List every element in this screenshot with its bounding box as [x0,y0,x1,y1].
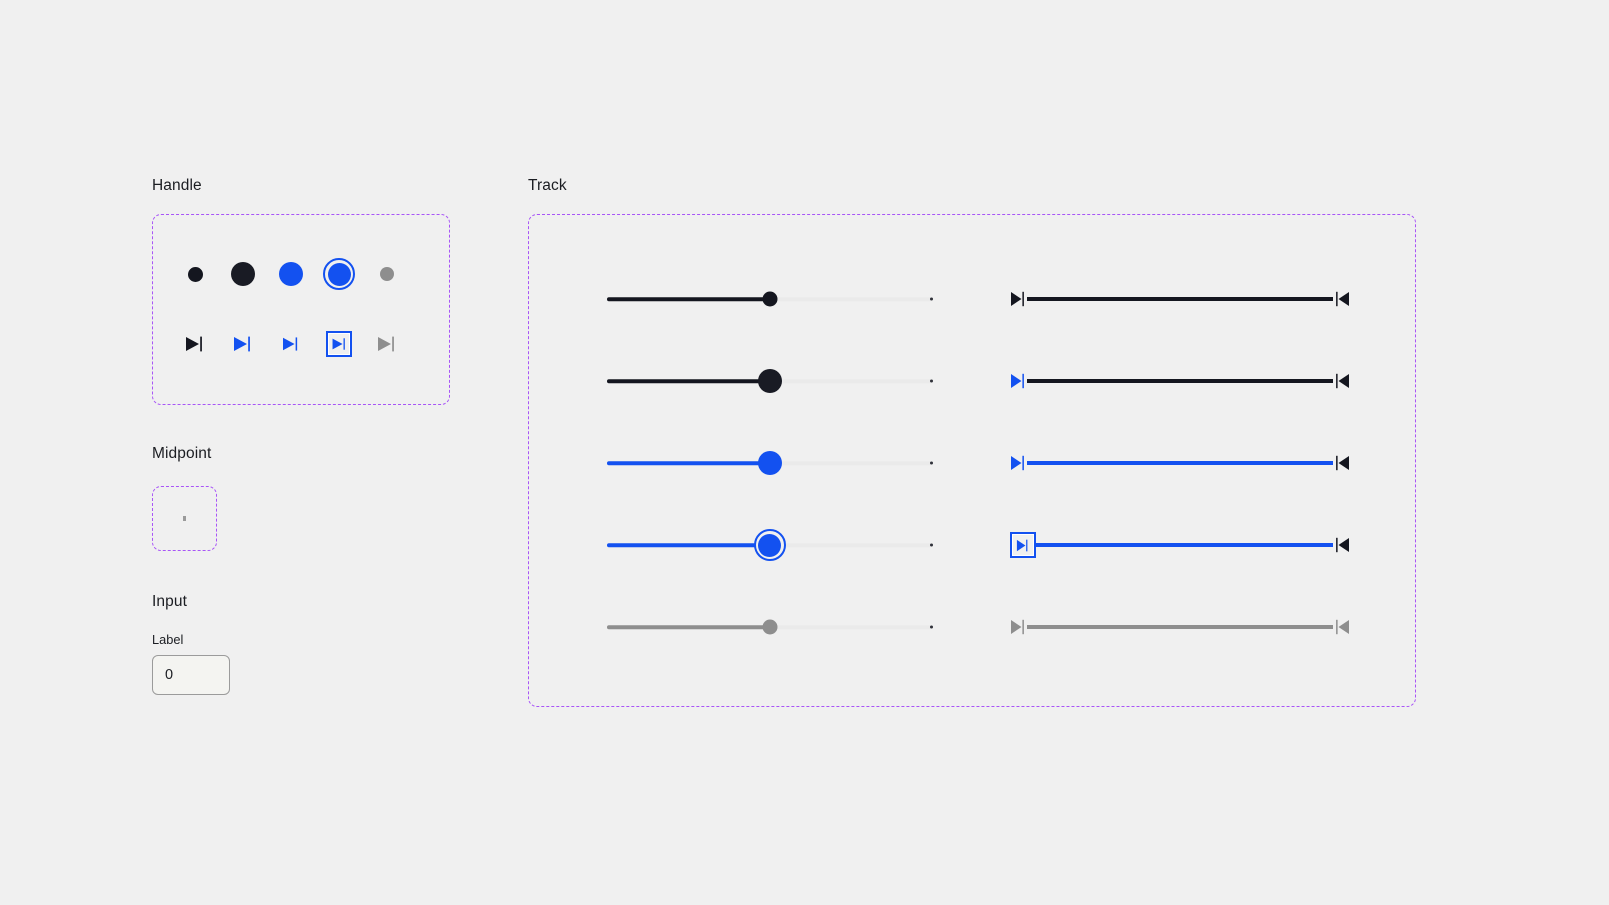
handle-circle-row [171,250,411,298]
range-disabled [1010,607,1350,647]
handle-spec-box [152,214,450,405]
range-right-handle[interactable] [1333,291,1350,307]
handle-arrow-hover[interactable] [219,320,267,368]
skip-backward-icon [1336,455,1349,471]
range-bar[interactable] [1027,297,1333,301]
skip-forward-icon [1011,291,1024,307]
midpoint-section-title: Midpoint [152,445,212,462]
range-left-handle[interactable] [1010,373,1027,389]
skip-backward-icon [1336,537,1349,553]
slider-knob-focus-ring[interactable] [753,529,786,561]
track-row [529,525,1415,565]
midpoint-spec-box [152,486,217,551]
skip-forward-icon [1016,539,1028,551]
slider-end-marker [930,461,933,465]
slider-end-marker [930,543,933,547]
skip-backward-icon [1336,291,1349,307]
midpoint-tick-icon [183,516,186,521]
slider-fill [607,461,770,465]
handle-arrow-row [171,320,411,368]
range-left-handle-focus-ring[interactable] [1010,532,1036,558]
slider-disabled [607,607,933,647]
slider-fill [607,543,770,547]
range-bar [1027,625,1333,629]
range-left-handle [1010,619,1027,635]
circle-handle-icon [231,262,255,286]
handle-circle-hover[interactable] [219,250,267,298]
slider-knob [762,619,777,635]
range-focus[interactable] [1010,525,1350,565]
track-row [529,361,1415,401]
slider-default[interactable] [607,279,933,319]
handle-circle-focus[interactable] [315,250,363,298]
handle-arrow-disabled [363,320,411,368]
skip-forward-icon [1011,619,1024,635]
circle-handle-icon [279,262,303,286]
skip-forward-icon [332,338,345,350]
input-section-title: Input [152,593,187,610]
circle-handle-icon [327,262,351,286]
range-left-handle[interactable] [1010,291,1027,307]
range-active[interactable] [1010,443,1350,483]
slider-end-marker [930,297,933,301]
slider-active[interactable] [607,443,933,483]
range-right-handle[interactable] [1333,373,1350,389]
range-right-handle[interactable] [1333,537,1350,553]
slider-end-marker [930,379,933,383]
focus-ring-icon [323,258,355,290]
handle-arrow-active[interactable] [267,320,315,368]
range-hover[interactable] [1010,361,1350,401]
handle-circle-default[interactable] [171,250,219,298]
range-right-handle[interactable] [1333,455,1350,471]
focus-inner-gap [328,333,350,355]
skip-forward-icon [1011,373,1024,389]
skip-forward-icon [1011,455,1024,471]
slider-hover[interactable] [607,361,933,401]
range-bar[interactable] [1027,461,1333,465]
skip-forward-icon [234,336,250,352]
range-bar[interactable] [1036,543,1333,547]
slider-fill [607,625,770,629]
slider-knob[interactable] [757,451,782,475]
handle-arrow-focus[interactable] [315,320,363,368]
range-bar[interactable] [1027,379,1333,383]
range-default[interactable] [1010,279,1350,319]
handle-arrow-default[interactable] [171,320,219,368]
skip-backward-icon [1336,373,1349,389]
skip-backward-icon [1336,619,1349,635]
range-left-handle[interactable] [1010,455,1027,471]
track-row [529,607,1415,647]
slider-focus[interactable] [607,525,933,565]
skip-forward-icon [378,336,394,352]
focus-inner-gap [1012,534,1034,556]
focus-ring-icon [326,331,352,357]
value-input[interactable] [152,654,230,695]
track-section-title: Track [528,177,567,194]
circle-handle-icon [380,267,394,281]
circle-handle-icon [187,266,203,282]
track-row [529,279,1415,319]
track-row [529,443,1415,483]
range-right-handle [1333,619,1350,635]
slider-fill [607,379,770,383]
slider-knob[interactable] [757,369,782,393]
slider-knob[interactable] [762,291,777,307]
slider-fill [607,297,770,301]
skip-forward-icon [283,337,298,351]
slider-end-marker [930,625,933,629]
track-spec-box [528,214,1416,707]
skip-forward-icon [186,336,202,352]
handle-circle-disabled [363,250,411,298]
input-group: Label [152,632,230,695]
input-field-label: Label [152,632,184,647]
handle-circle-active[interactable] [267,250,315,298]
handle-section-title: Handle [152,177,202,194]
slider-knob [758,533,781,557]
